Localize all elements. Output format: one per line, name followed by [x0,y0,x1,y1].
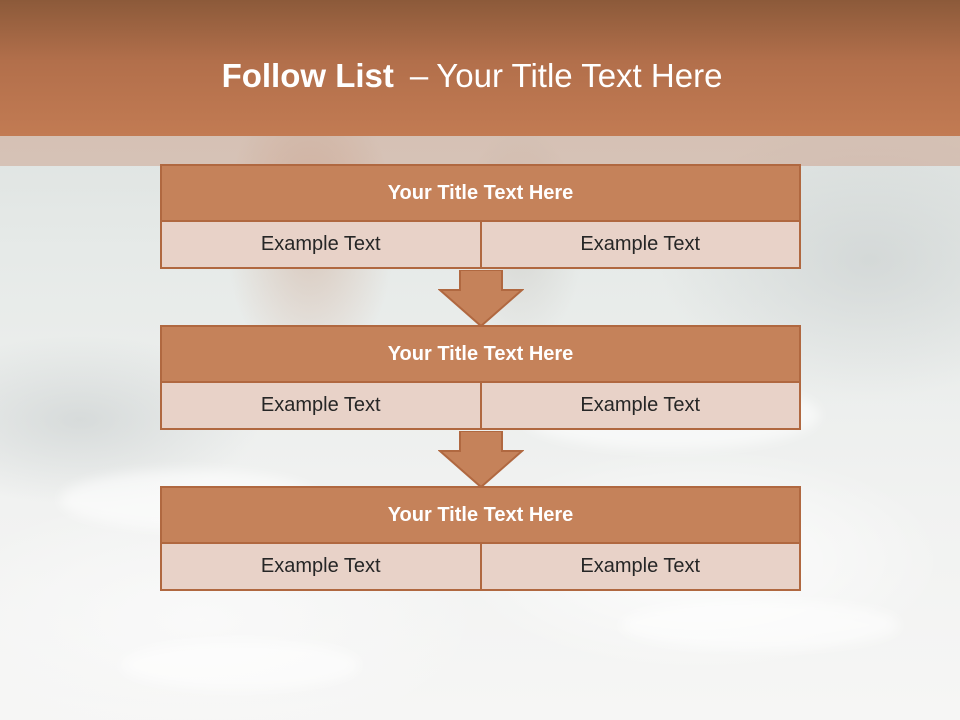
block-cell-left: Example Text [160,542,482,591]
block-row: Example Text Example Text [160,220,801,269]
title-bold: Follow List [221,57,394,94]
title-rest: Your Title Text Here [436,57,723,94]
block-title: Your Title Text Here [160,164,801,222]
header-band [0,136,960,166]
fabric-fold [120,640,360,690]
block-row: Example Text Example Text [160,381,801,430]
block-row: Example Text Example Text [160,542,801,591]
title-separator: – [409,57,429,94]
block-cell-right: Example Text [479,542,801,591]
follow-block-2: Your Title Text Here Example Text Exampl… [160,325,801,430]
block-cell-right: Example Text [479,381,801,430]
block-title: Your Title Text Here [160,486,801,544]
fabric-fold [620,600,900,650]
page-title: Follow List–Your Title Text Here [0,54,944,98]
down-arrow-icon [438,431,524,489]
follow-block-3: Your Title Text Here Example Text Exampl… [160,486,801,591]
header-bar [0,0,960,136]
block-cell-left: Example Text [160,381,482,430]
block-title: Your Title Text Here [160,325,801,383]
block-cell-right: Example Text [479,220,801,269]
follow-block-1: Your Title Text Here Example Text Exampl… [160,164,801,269]
down-arrow-icon [438,270,524,328]
block-cell-left: Example Text [160,220,482,269]
